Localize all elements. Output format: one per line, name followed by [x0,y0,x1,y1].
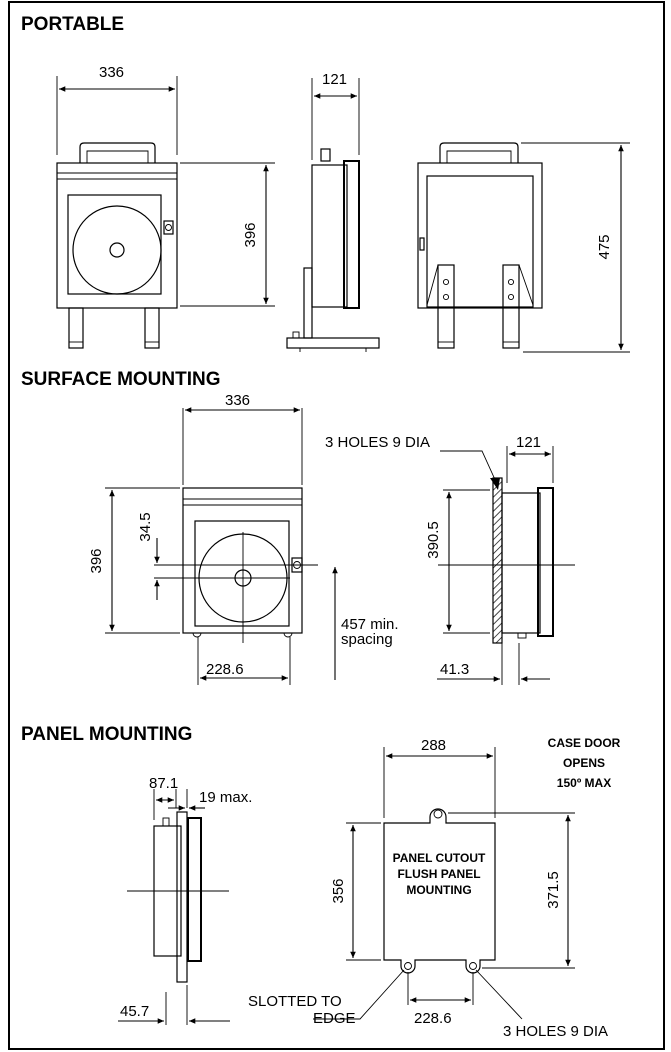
panel-bottom-dim: 45.7 [120,1003,149,1020]
panel-hole-spacing-dim: 228.6 [414,1010,452,1027]
surface-height-dim: 396 [88,548,105,573]
panel-cutout-width-dim: 288 [421,737,446,754]
panel-cutout-height-dim: 356 [330,878,347,903]
panel-cutout-note-3: MOUNTING [406,883,471,897]
surface-min-spacing-dim-2: spacing [341,631,393,648]
panel-cutout-note-1: PANEL CUTOUT [393,851,486,865]
portable-depth-dim: 121 [322,71,347,88]
panel-door-note-3: 150º MAX [557,776,611,790]
portable-rear-view [417,142,543,349]
surface-front-view [154,487,318,643]
portable-height-dim: 396 [242,222,259,247]
panel-slotted-note-2: EDGE [313,1010,356,1027]
surface-hole-spacing-dim: 228.6 [206,661,244,678]
portable-front-view [56,142,178,349]
panel-slotted-note-1: SLOTTED TO [248,993,342,1010]
page-border [8,1,665,1050]
portable-overall-height-dim: 475 [596,234,613,259]
portable-side-view [286,148,380,352]
panel-max-dim: 19 max. [199,789,252,806]
portable-width-dim: 336 [99,64,124,81]
panel-holes-note: 3 HOLES 9 DIA [503,1023,608,1040]
surface-depth-dim: 121 [516,434,541,451]
surface-side-height-dim: 390.5 [425,521,442,559]
surface-side-view [438,477,575,644]
panel-cutout-note-2: FLUSH PANEL [397,867,480,881]
surface-offset-dim: 34.5 [137,512,154,541]
panel-depth-dim: 87.1 [149,775,178,792]
panel-door-note-2: OPENS [563,756,605,770]
panel-overall-height-dim: 371.5 [545,871,562,909]
surface-width-dim: 336 [225,392,250,409]
surface-side-offset-dim: 41.3 [440,661,469,678]
section-title-surface: SURFACE MOUNTING [21,369,221,390]
panel-side-view [127,811,229,983]
panel-cutout [383,808,496,974]
panel-door-note-1: CASE DOOR [548,736,621,750]
surface-holes-note: 3 HOLES 9 DIA [325,434,430,451]
section-title-portable: PORTABLE [21,14,124,35]
section-title-panel: PANEL MOUNTING [21,724,192,745]
surface-min-spacing-dim: 457 min. [341,616,399,633]
